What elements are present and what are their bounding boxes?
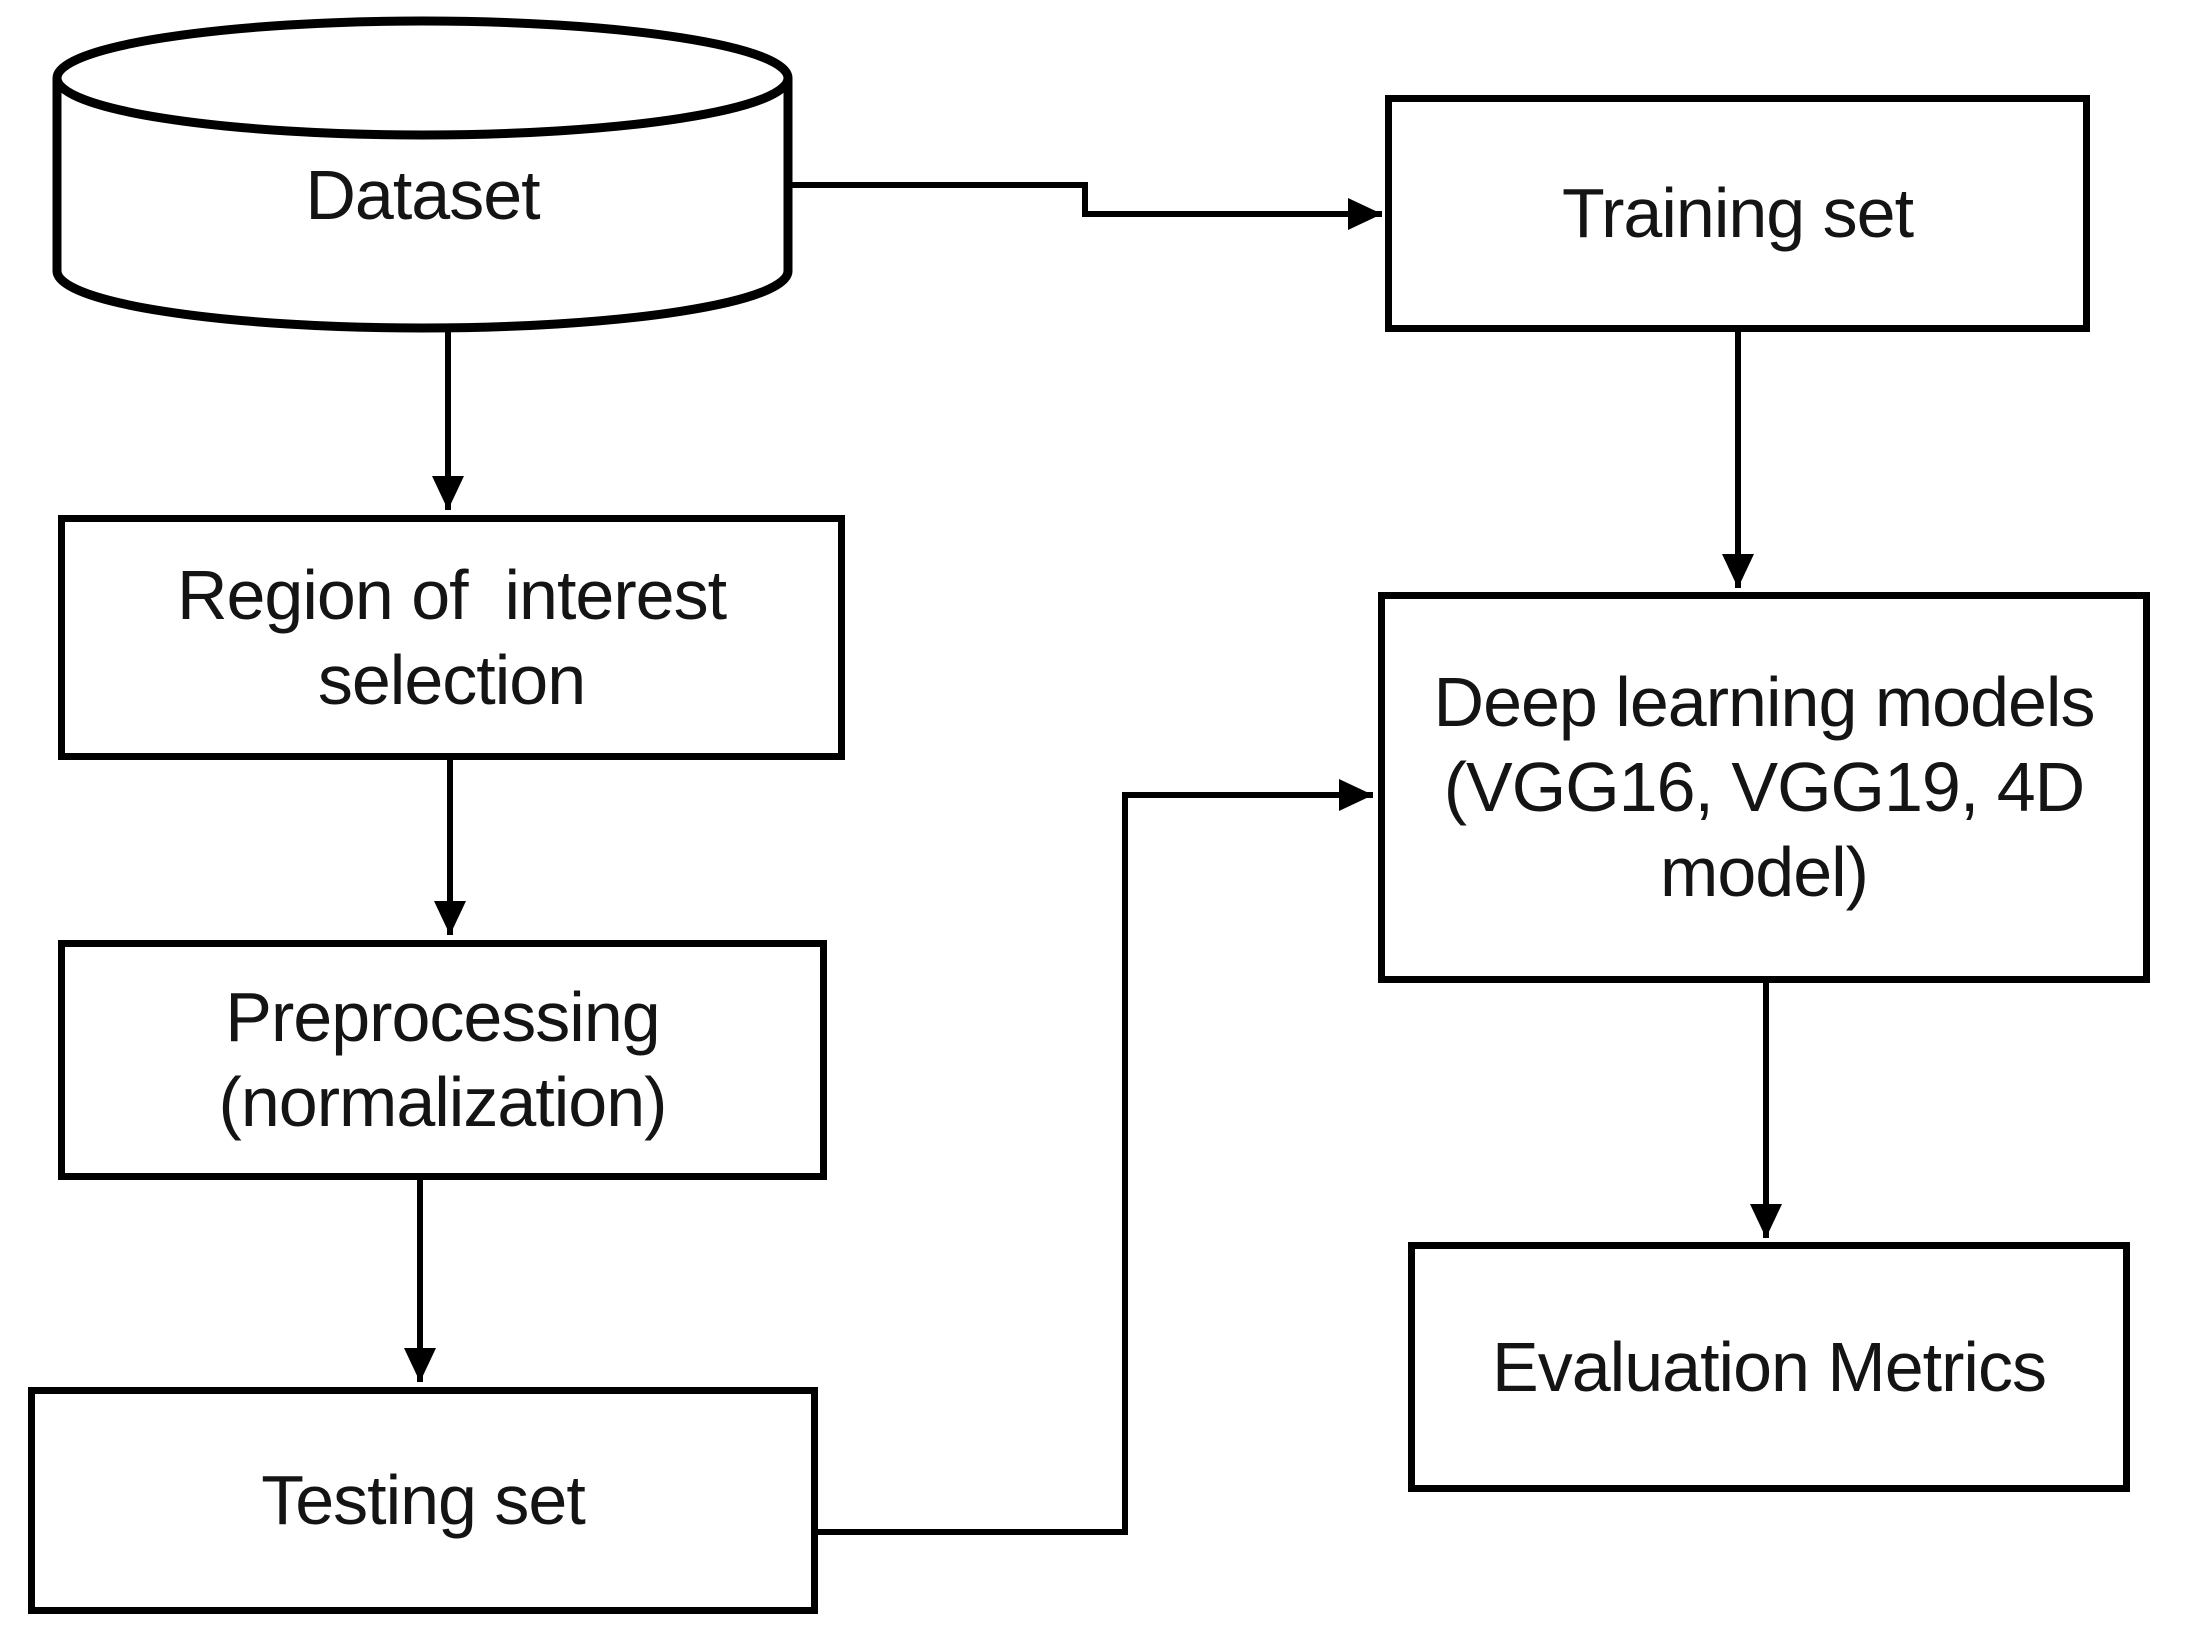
testing-set-label: Testing set xyxy=(261,1461,586,1539)
node-evaluation-metrics: Evaluation Metrics xyxy=(1408,1242,2130,1492)
preprocessing-label: Preprocessing (normalization) xyxy=(218,978,668,1141)
node-testing-set: Testing set xyxy=(28,1387,818,1614)
edge-dataset-to-training-set xyxy=(788,182,1382,230)
evaluation-metrics-label: Evaluation Metrics xyxy=(1492,1327,2047,1406)
node-preprocessing: Preprocessing (normalization) xyxy=(58,940,827,1180)
node-training-set: Training set xyxy=(1385,95,2090,332)
dataset-cylinder-shape xyxy=(52,16,793,333)
node-region-of-interest: Region of interest selection xyxy=(58,515,845,760)
dataset-label-text: Dataset xyxy=(305,156,540,234)
deep-learning-models-label: Deep learning models (VGG16, VGG19, 4D m… xyxy=(1433,663,2096,911)
node-deep-learning-models: Deep learning models (VGG16, VGG19, 4D m… xyxy=(1378,592,2150,983)
node-dataset-label: Dataset xyxy=(57,152,788,238)
training-set-label: Training set xyxy=(1561,174,1914,252)
region-of-interest-label: Region of interest selection xyxy=(176,555,727,719)
edge-testing-set-to-deep-learning-models xyxy=(818,779,1373,1535)
